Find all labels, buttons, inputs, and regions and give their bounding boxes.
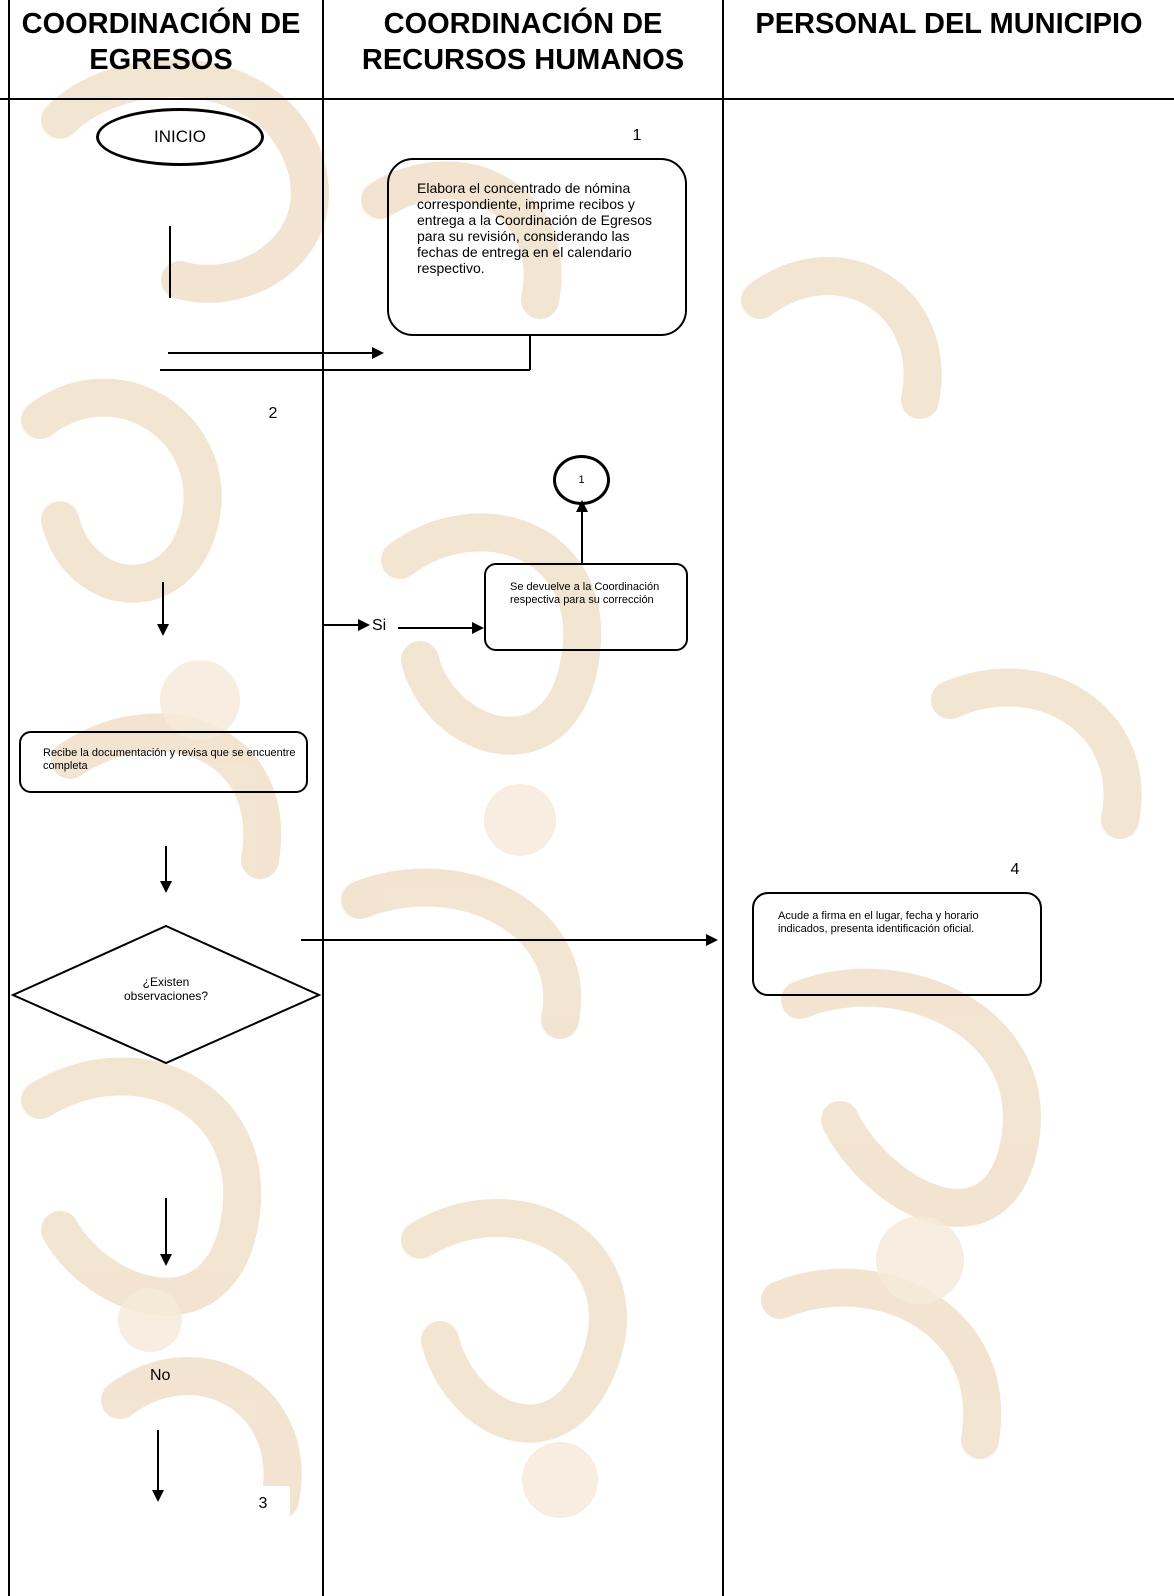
- lane-title-line2: RECURSOS HUMANOS: [361, 44, 685, 76]
- step-number-3: 3: [236, 1486, 290, 1522]
- decision-label: ¿Existen observaciones?: [116, 975, 216, 1003]
- step-number-label: 4: [1010, 861, 1020, 878]
- lane-title-line1: COORDINACIÓN DE: [21, 8, 301, 40]
- lane-title-line1: PERSONAL DEL MUNICIPIO: [755, 8, 1143, 40]
- decision-diamond: [10, 924, 322, 1065]
- branch-label-text: Si: [372, 617, 387, 634]
- decision-text: ¿Existen observaciones?: [123, 975, 209, 1003]
- branch-label-no: No: [150, 1367, 170, 1385]
- step-number-label: 3: [258, 1495, 268, 1512]
- connector-circle-1: 1: [553, 455, 610, 505]
- lane-divider-2: [722, 0, 724, 1596]
- process-box-step1: Elabora el concentrado de nómina corresp…: [387, 158, 687, 336]
- step-number-2: 2: [246, 396, 300, 432]
- connector-label: 1: [578, 474, 585, 486]
- step-number-4: 4: [988, 852, 1042, 888]
- process-text: Recibe la documentación y revisa que se …: [43, 747, 296, 772]
- header-divider: [0, 98, 1174, 100]
- step-number-label: 1: [632, 127, 642, 144]
- start-label: INICIO: [154, 127, 206, 146]
- lane-title-line2: EGRESOS: [89, 44, 233, 76]
- branch-label-text: No: [150, 1367, 171, 1384]
- step-number-1: 1: [610, 118, 664, 154]
- step-number-label: 2: [268, 405, 278, 422]
- process-text: Se devuelve a la Coordinación respectiva…: [510, 581, 660, 606]
- process-box-step4: Acude a firma en el lugar, fecha y horar…: [752, 892, 1042, 996]
- lane-divider-1: [322, 0, 324, 1596]
- process-box-review: Recibe la documentación y revisa que se …: [19, 731, 308, 793]
- process-box-return: Se devuelve a la Coordinación respectiva…: [484, 563, 688, 651]
- lane-header-personal-municipio: PERSONAL DEL MUNICIPIO: [724, 6, 1174, 42]
- process-text: Elabora el concentrado de nómina corresp…: [417, 180, 653, 276]
- branch-label-si: Si: [372, 617, 386, 635]
- process-text: Acude a firma en el lugar, fecha y horar…: [778, 910, 979, 935]
- lane-header-recursos-humanos: COORDINACIÓN DE RECURSOS HUMANOS: [324, 6, 722, 78]
- start-terminator: INICIO: [96, 108, 264, 166]
- lane-header-egresos: COORDINACIÓN DE EGRESOS: [0, 6, 322, 78]
- lane-title-line1: COORDINACIÓN DE: [383, 8, 663, 40]
- lane-border-left: [8, 0, 10, 1596]
